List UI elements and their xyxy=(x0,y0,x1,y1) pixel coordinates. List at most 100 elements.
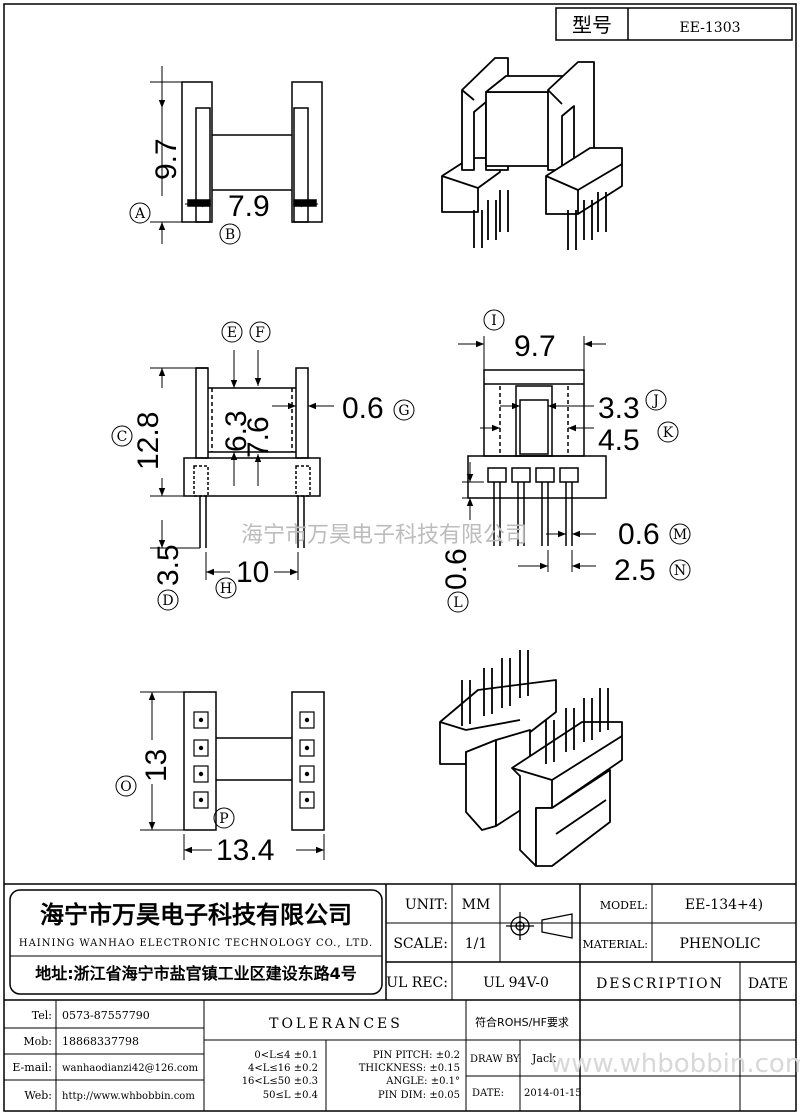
model-label: MODEL: xyxy=(600,899,648,912)
marker-h: H xyxy=(215,577,237,599)
dim-front-window-outer: 4.5 xyxy=(598,424,640,457)
model-header-label: 型号 xyxy=(572,13,612,37)
company-watermark: 海宁市万昊电子科技有限公司 xyxy=(241,523,527,548)
tol-line-2: 4<L≤16 ±0.2 xyxy=(248,1063,318,1074)
bottom-view xyxy=(140,691,325,860)
dim-side-pin-len: 3.5 xyxy=(152,544,185,586)
svg-text:D: D xyxy=(162,593,173,609)
tol-pin-line-1: PIN PITCH: ±0.2 xyxy=(373,1050,460,1061)
side-view xyxy=(150,350,334,580)
svg-text:F: F xyxy=(255,325,265,341)
svg-text:H: H xyxy=(220,581,232,597)
dim-side-wall: 0.6 xyxy=(342,392,384,425)
marker-i: I xyxy=(483,309,505,331)
marker-l: L xyxy=(447,591,469,613)
dim-top-pin: 7.9 xyxy=(228,190,270,223)
dim-top-height: 9.7 xyxy=(150,138,183,180)
svg-text:A: A xyxy=(134,206,146,222)
isometric-view-top xyxy=(441,57,623,250)
sheet-border xyxy=(3,3,797,1112)
mob-label: Mob: xyxy=(23,1035,52,1048)
tel-value: 0573-87557790 xyxy=(62,1009,150,1022)
marker-b: B xyxy=(219,223,241,245)
svg-text:P: P xyxy=(219,811,228,827)
ulrec-value: UL 94V-0 xyxy=(483,975,549,991)
svg-text:O: O xyxy=(120,779,131,795)
projection-symbol-icon xyxy=(506,912,573,940)
date-header: DATE xyxy=(748,976,788,992)
unit-label: UNIT: xyxy=(405,897,448,913)
ulrec-label: UL REC: xyxy=(386,975,448,991)
email-value: wanhaodianzi42@126.com xyxy=(62,1063,198,1074)
marker-o: O xyxy=(115,775,137,797)
company-name-en: HAINING WANHAO ELECTRONIC TECHNOLOGY CO.… xyxy=(19,938,373,949)
scale-label: SCALE: xyxy=(393,936,448,952)
marker-g: G xyxy=(393,399,415,421)
dim-side-63: 6.3 xyxy=(220,410,253,452)
marker-n: N xyxy=(669,559,691,581)
dim-front-width: 9.7 xyxy=(514,330,556,363)
svg-text:N: N xyxy=(674,563,686,579)
marker-f: F xyxy=(249,321,271,343)
svg-text:C: C xyxy=(117,429,128,445)
web-label: Web: xyxy=(24,1089,52,1102)
marker-c: C xyxy=(111,425,133,447)
dim-front-pin-base: 0.6 xyxy=(440,548,473,590)
marker-m: M xyxy=(669,523,691,545)
svg-text:L: L xyxy=(453,595,462,611)
date-field-value: 2014-01-15 xyxy=(524,1088,582,1099)
marker-a: A xyxy=(129,202,151,224)
svg-text:E: E xyxy=(227,325,237,341)
tolerances-header: TOLERANCES xyxy=(269,1016,403,1032)
marker-e: E xyxy=(221,321,243,343)
drawby-label: DRAW BY: xyxy=(470,1054,522,1065)
tol-line-1: 0<L≤4 ±0.1 xyxy=(254,1050,318,1061)
url-watermark: www.whbobbin.com xyxy=(550,1049,800,1079)
dim-bottom-width: 13.4 xyxy=(216,834,274,867)
description-header: DESCRIPTION xyxy=(596,976,724,992)
tol-line-4: 50≤L ±0.4 xyxy=(263,1090,318,1101)
tel-label: Tel: xyxy=(32,1009,52,1022)
title-block xyxy=(4,883,796,1111)
unit-value: MM xyxy=(462,897,491,913)
date-field-label: DATE: xyxy=(472,1088,504,1099)
marker-j: J xyxy=(645,389,667,411)
svg-text:G: G xyxy=(398,403,409,419)
material-value: PHENOLIC xyxy=(679,936,760,952)
svg-text:B: B xyxy=(225,227,235,243)
isometric-view-bottom xyxy=(439,650,623,867)
marker-k: K xyxy=(657,421,679,443)
dim-front-pin-w: 0.6 xyxy=(618,518,660,551)
tol-line-3: 16<L≤50 ±0.3 xyxy=(242,1076,318,1087)
top-view xyxy=(150,66,323,244)
drawby-value: Jack xyxy=(531,1052,556,1065)
company-address: 地址:浙江省海宁市盐官镇工业区建设东路4号 xyxy=(35,964,357,983)
mob-value: 18868337798 xyxy=(62,1035,139,1048)
tol-pin-line-2: THICKNESS: ±0.15 xyxy=(359,1063,460,1074)
svg-text:J: J xyxy=(651,393,659,409)
svg-text:K: K xyxy=(663,425,674,441)
model-value: EE-134+4) xyxy=(685,897,763,913)
model-header-box: 型号 EE-1303 xyxy=(555,7,793,41)
marker-d: D xyxy=(157,589,179,611)
svg-text:M: M xyxy=(673,527,687,543)
front-view xyxy=(458,336,607,572)
material-label: MATERIAL: xyxy=(582,938,648,951)
dim-bottom-height: 13 xyxy=(140,749,173,782)
company-name-cn: 海宁市万昊电子科技有限公司 xyxy=(40,901,352,929)
rohs-note: 符合ROHS/HF要求 xyxy=(475,1015,569,1029)
dim-side-pin-span: 10 xyxy=(236,556,269,589)
svg-text:I: I xyxy=(491,313,497,329)
scale-value: 1/1 xyxy=(465,936,488,952)
web-value: http://www.whbobbin.com xyxy=(62,1091,195,1102)
model-header-value: EE-1303 xyxy=(679,20,740,36)
tol-pin-line-4: PIN DIM: ±0.05 xyxy=(378,1090,460,1101)
marker-p: P xyxy=(213,807,235,829)
dim-front-pitch: 2.5 xyxy=(614,554,656,587)
dim-side-76: 7.6 xyxy=(242,416,275,458)
email-label: E-mail: xyxy=(12,1061,52,1074)
dim-side-height: 12.8 xyxy=(132,412,165,470)
dim-front-window: 3.3 xyxy=(598,392,640,425)
tol-pin-line-3: ANGLE: ±0.1° xyxy=(385,1076,460,1087)
